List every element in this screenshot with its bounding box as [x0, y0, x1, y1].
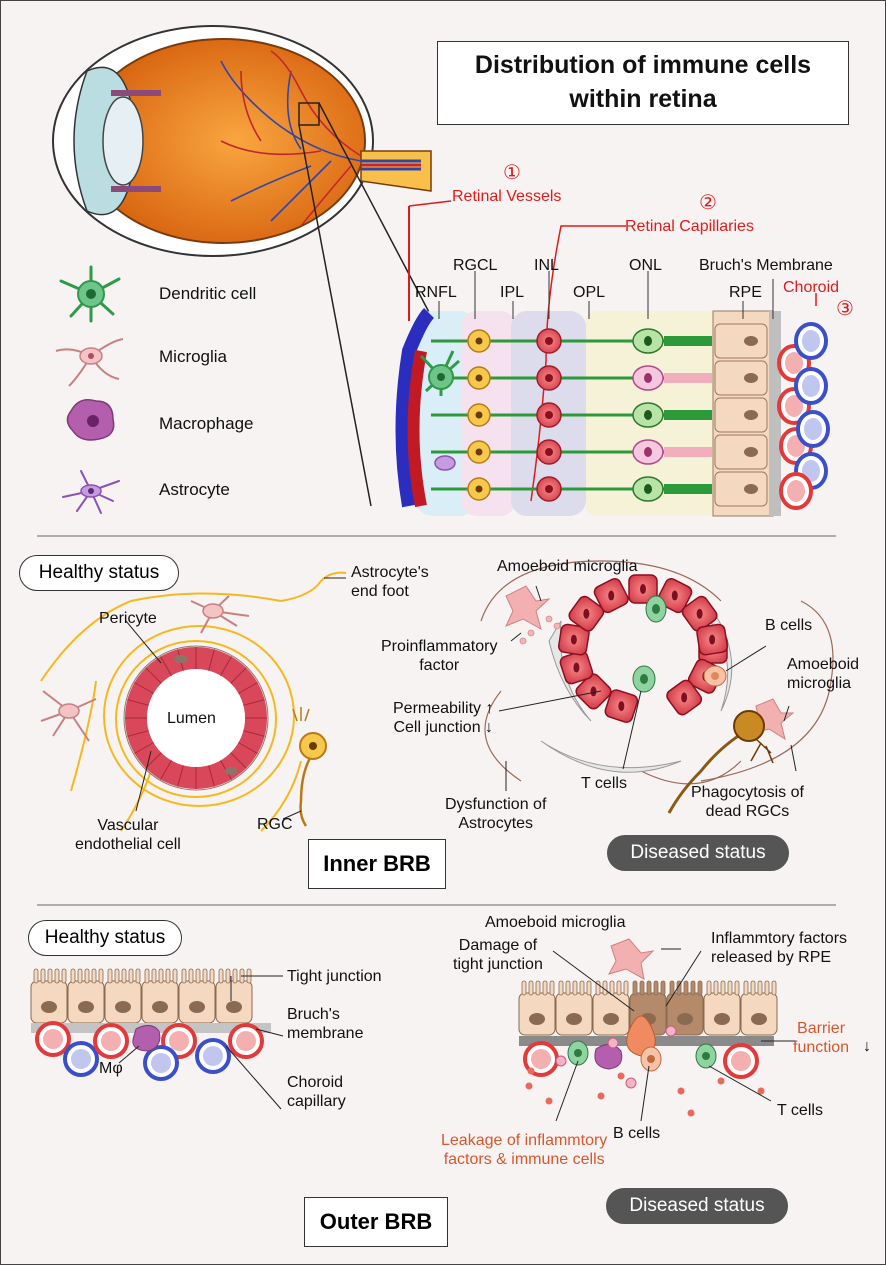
- macrophage-icon: [66, 399, 115, 441]
- label-t-cells-outer: T cells: [777, 1102, 823, 1119]
- outer-brb-diseased: [518, 938, 796, 1122]
- label-choroid-capillary: Choroid capillary: [287, 1074, 346, 1111]
- choroid-cells: [777, 322, 830, 510]
- legend-macrophage: Macrophage: [159, 414, 254, 433]
- layer-onl: ONL: [629, 257, 662, 274]
- label-leakage: Leakage of inflammtory factors & immune …: [441, 1132, 608, 1169]
- label-dysfunction-astrocytes: Dysfunction of Astrocytes: [445, 796, 547, 833]
- label-bruchs-membrane: Bruch's Membrane: [699, 257, 833, 274]
- label-permeability: Permeability ↑ Cell junction ↓: [393, 700, 494, 737]
- legend-dendritic-cell: Dendritic cell: [159, 284, 257, 303]
- inner-brb-healthy: [40, 571, 347, 832]
- label-inflammtory-rpe: Inflammtory factors released by RPE: [711, 930, 848, 967]
- label-phagocytosis: Phagocytosis of dead RGCs: [691, 784, 804, 821]
- dendritic-cell-icon: [59, 265, 121, 323]
- label-retinal-capillaries: Retinal Capillaries: [625, 218, 754, 235]
- barrier-down-arrow: ↓: [863, 1038, 871, 1055]
- outer-brb-healthy: [30, 968, 284, 1110]
- outer-brb-title: Outer BRB: [304, 1197, 448, 1247]
- marker-2: ②: [699, 192, 717, 214]
- marker-3: ③: [836, 298, 854, 320]
- inner-brb-diseased: [480, 560, 834, 814]
- inner-diseased-status: Diseased status: [607, 835, 789, 871]
- label-t-cells-inner: T cells: [581, 775, 627, 792]
- eyeball: [52, 25, 432, 507]
- legend-microglia: Microglia: [159, 347, 228, 366]
- label-lumen: Lumen: [167, 710, 216, 727]
- layer-ipl: IPL: [500, 284, 525, 301]
- label-proinflammatory-factor: Proinflammatory factor: [381, 638, 498, 675]
- label-amoeboid-microglia-top: Amoeboid microglia: [497, 558, 638, 575]
- layer-rpe: RPE: [729, 284, 762, 301]
- label-b-cells-inner: B cells: [765, 617, 813, 634]
- label-pericyte: Pericyte: [99, 610, 157, 627]
- label-rgc: RGC: [257, 816, 293, 833]
- marker-1: ①: [503, 162, 521, 184]
- figure-title: Distribution of immune cells within reti…: [474, 51, 812, 113]
- label-tight-junction: Tight junction: [287, 968, 382, 985]
- label-choroid: Choroid: [783, 279, 840, 296]
- layer-inl: INL: [534, 257, 559, 274]
- label-b-cells-outer: B cells: [613, 1125, 661, 1142]
- title-box: Distribution of immune cells within reti…: [437, 41, 849, 125]
- inner-healthy-status: Healthy status: [19, 555, 179, 591]
- layer-opl: OPL: [573, 284, 606, 301]
- outer-healthy-status: Healthy status: [28, 920, 182, 956]
- layer-rgcl: RGCL: [453, 257, 498, 274]
- inner-brb-title: Inner BRB: [308, 839, 446, 889]
- astrocyte-icon: [62, 470, 120, 514]
- microglia-icon: [55, 338, 124, 387]
- label-damage-tight-junction: Damage of tight junction: [453, 937, 543, 974]
- label-amoeboid-microglia-outer: Amoeboid microglia: [485, 914, 626, 931]
- label-bruchs-membrane-outer: Bruch's membrane: [287, 1006, 364, 1043]
- legend-astrocyte: Astrocyte: [159, 480, 230, 499]
- label-macrophage-outer: Mφ: [99, 1060, 123, 1077]
- label-astrocyte-end-foot: Astrocyte's end foot: [351, 564, 429, 601]
- label-barrier-function: Barrier function: [793, 1020, 850, 1057]
- outer-diseased-status: Diseased status: [606, 1188, 788, 1224]
- label-retinal-vessels: Retinal Vessels: [452, 188, 562, 205]
- label-vascular-endothelial: Vascular endothelial cell: [75, 817, 181, 854]
- retina-section: [395, 200, 830, 517]
- retina-cell-rows: [419, 323, 768, 507]
- label-amoeboid-microglia-right: Amoeboid microglia: [787, 656, 860, 693]
- layer-rnfl: RNFL: [415, 284, 457, 301]
